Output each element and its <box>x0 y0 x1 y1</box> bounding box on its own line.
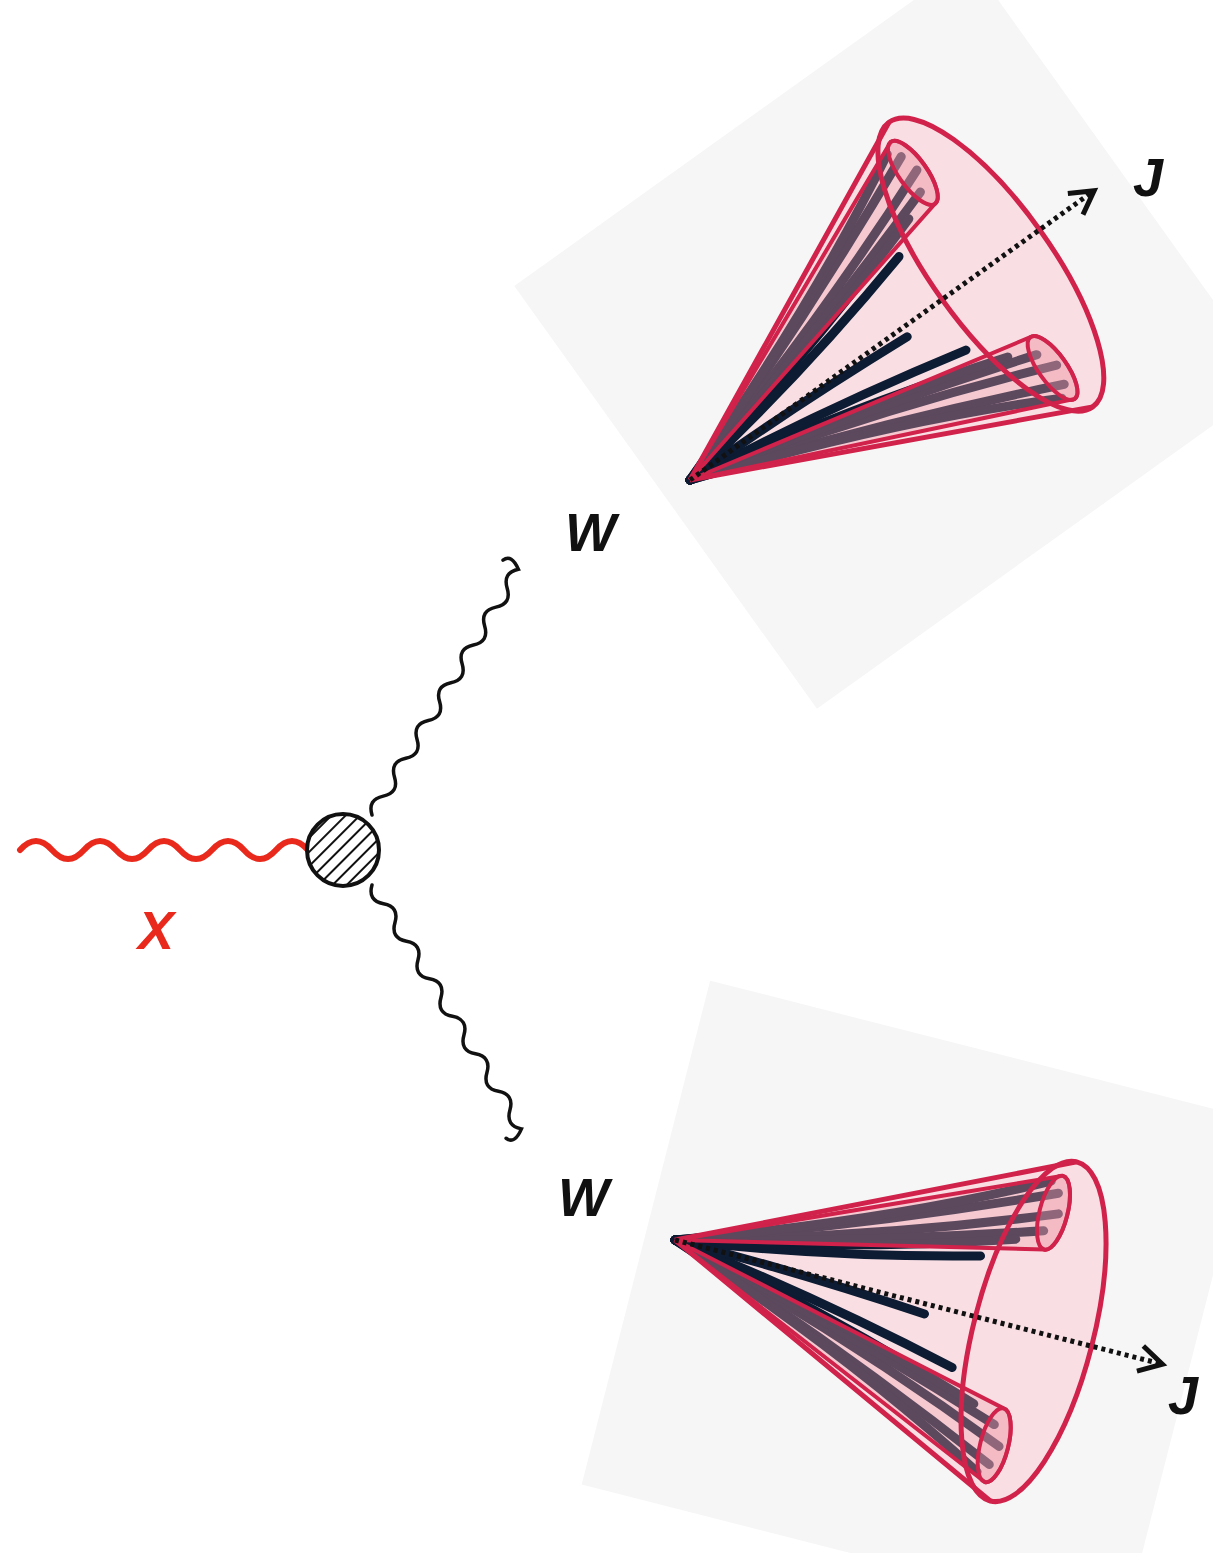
particle-label: X <box>138 903 174 957</box>
jet-label: J <box>1133 150 1163 204</box>
boson-label: W <box>565 505 616 559</box>
jet-label: J <box>1168 1368 1198 1422</box>
boson-label: W <box>558 1170 609 1224</box>
